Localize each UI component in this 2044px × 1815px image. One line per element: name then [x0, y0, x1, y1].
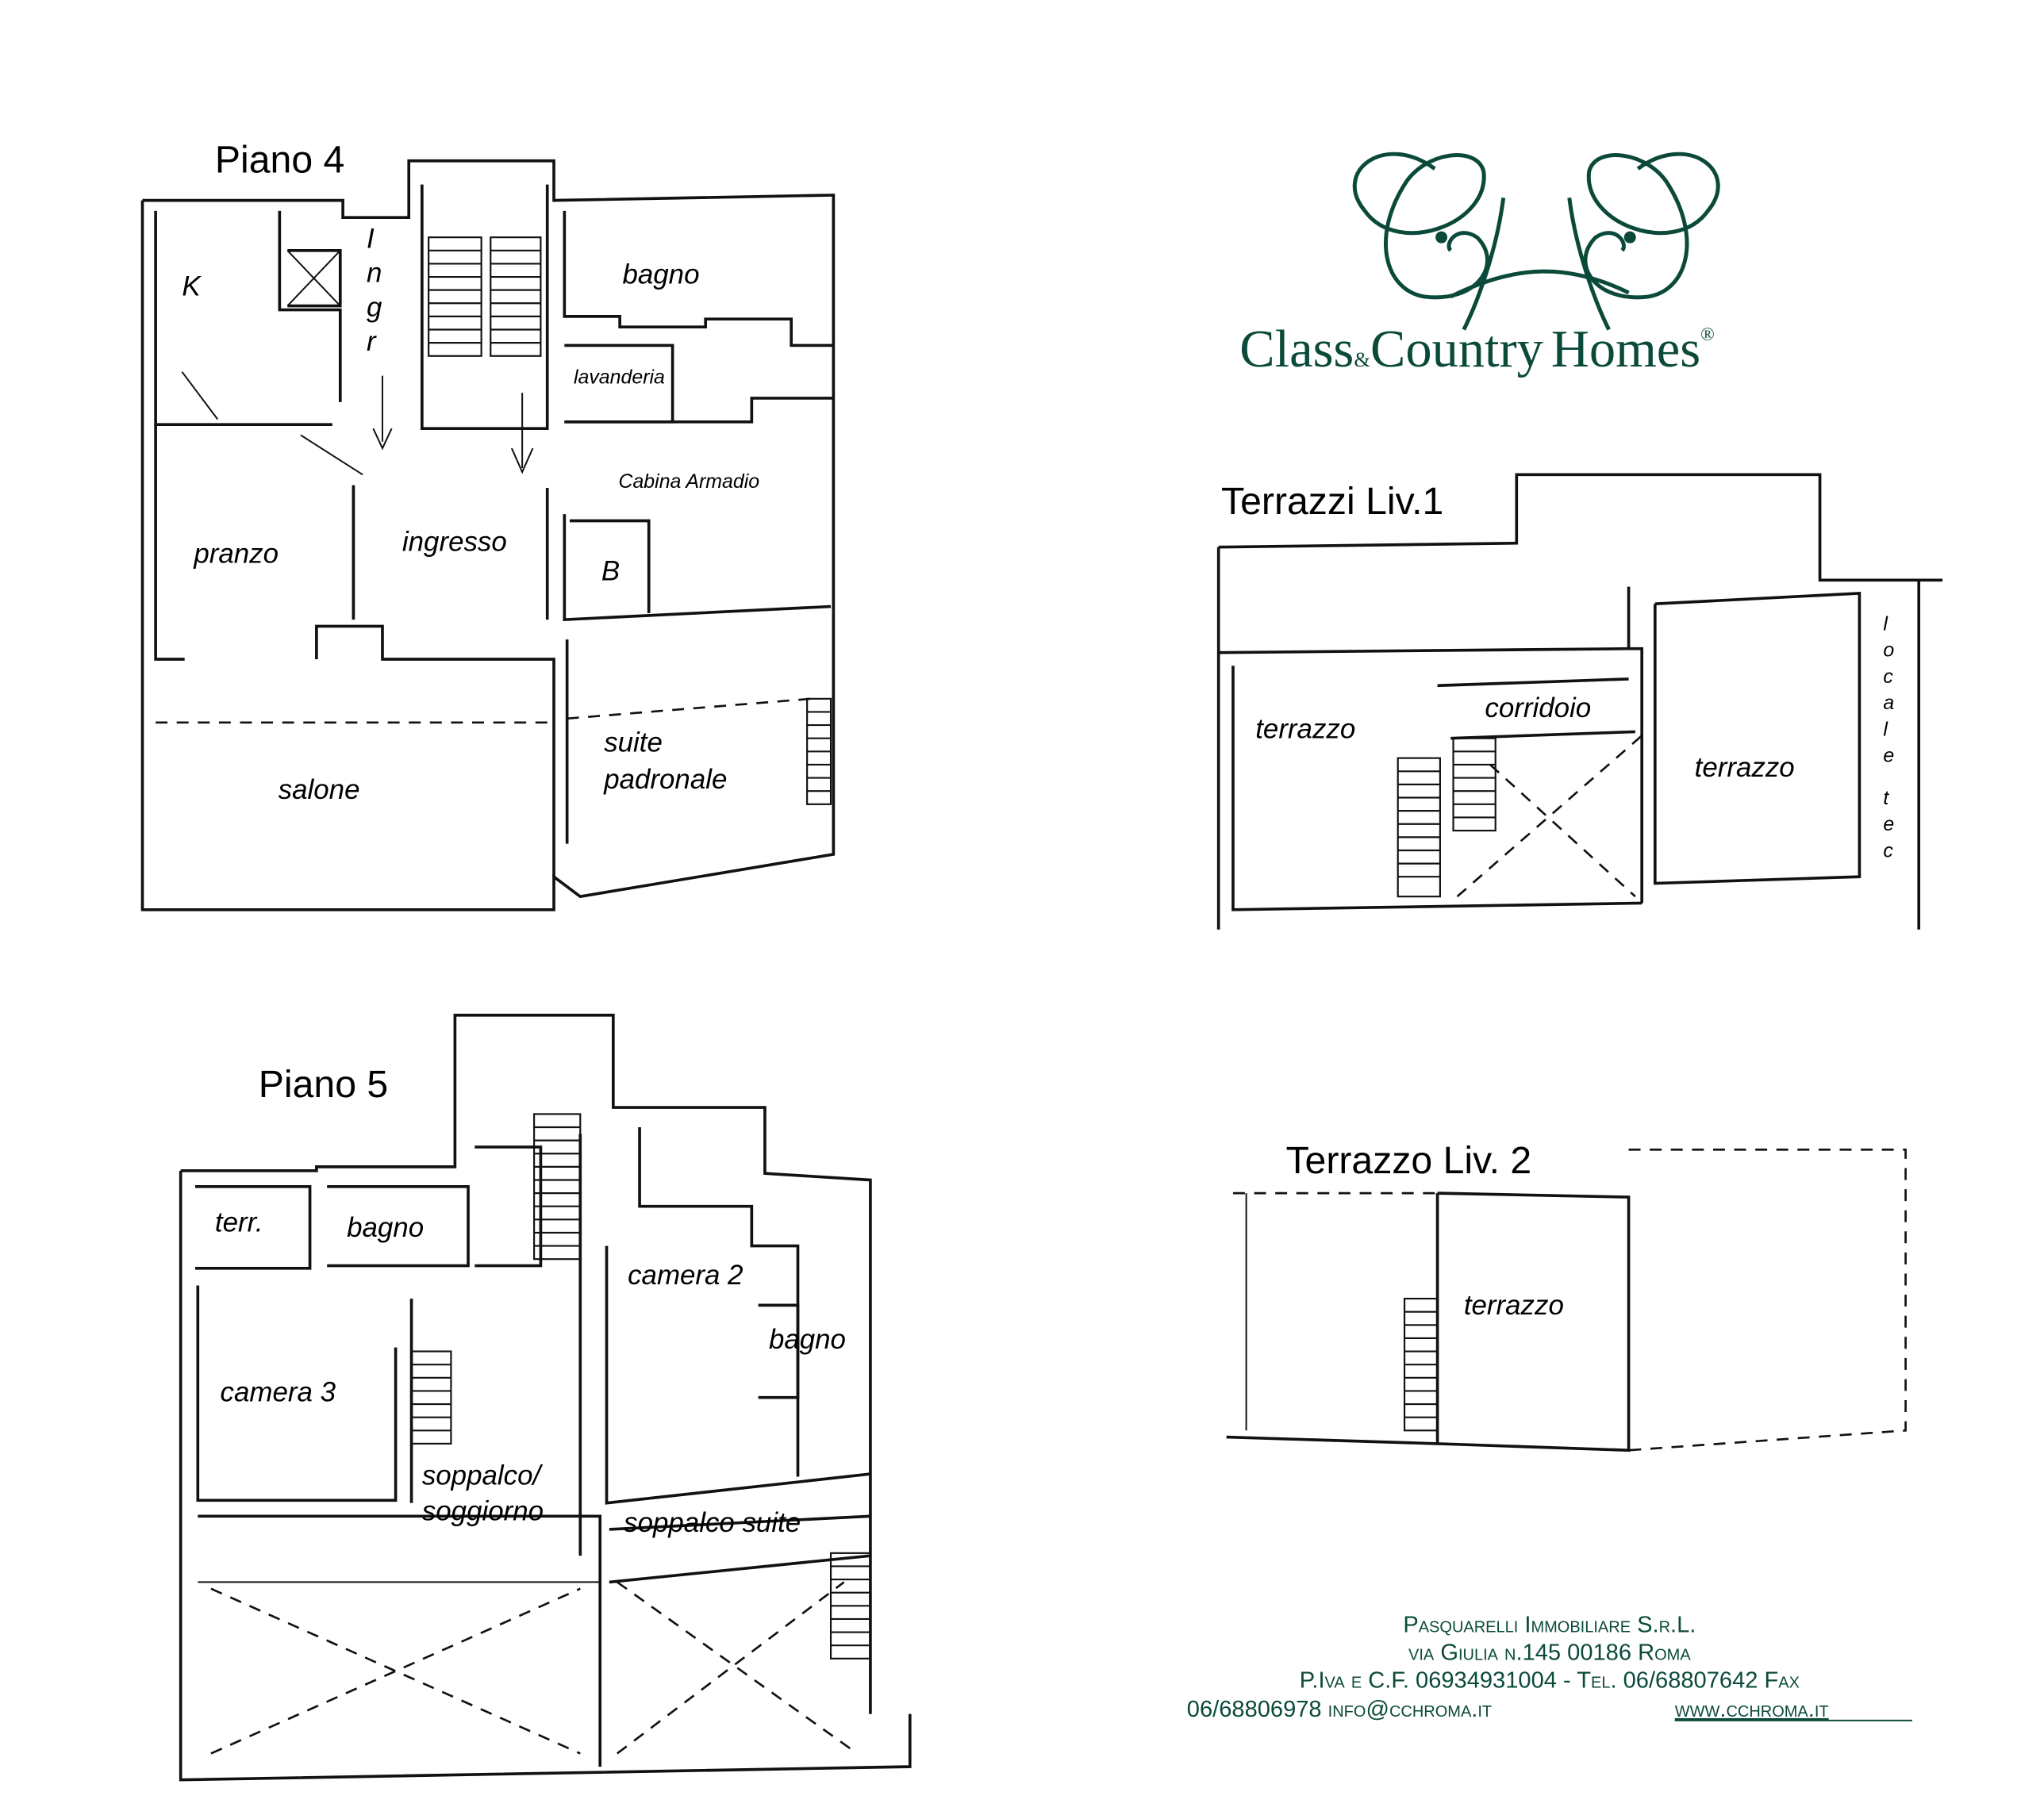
- plan-title: Piano 5: [259, 1063, 388, 1106]
- room-label-ingr-1: I: [367, 223, 375, 254]
- svg-text:a: a: [1883, 692, 1894, 714]
- walls: [1216, 473, 1943, 930]
- room-label-terrazzo-right: terrazzo: [1695, 752, 1795, 783]
- plan-title: Terrazzi Liv.1: [1221, 480, 1443, 523]
- plan-title: Piano 4: [215, 139, 344, 182]
- svg-text:l: l: [1883, 612, 1888, 635]
- room-label-b: B: [601, 555, 620, 586]
- company-fax-email[interactable]: 06/68806978 info@cchroma.it: [1187, 1697, 1492, 1722]
- room-label-padronale: padronale: [603, 764, 727, 795]
- plan-terrazzi-liv-1: Terrazzi Liv.1 terrazzo corridoio terraz…: [1216, 473, 1943, 930]
- room-label-soppalco: soppalco/: [422, 1460, 544, 1491]
- company-address: via Giulia n.145 00186 Roma: [1408, 1640, 1691, 1665]
- plan-piano-4: Piano 4: [140, 139, 836, 911]
- svg-text:c: c: [1883, 839, 1893, 861]
- room-label-bagno: bagno: [622, 259, 699, 290]
- room-label-ingr-4: r: [367, 326, 377, 357]
- room-label-ingr-2: n: [367, 258, 382, 289]
- room-label-terr: terr.: [215, 1207, 263, 1238]
- room-label-soppalco-suite: soppalco suite: [624, 1507, 801, 1538]
- room-label-cabina-armadio: Cabina Armadio: [618, 470, 759, 493]
- room-label-bagno-2: bagno: [769, 1324, 846, 1355]
- svg-text:l: l: [1883, 718, 1888, 740]
- room-label-lavanderia: lavanderia: [574, 366, 665, 389]
- svg-text:t: t: [1883, 787, 1889, 809]
- room-label-terrazzo-left: terrazzo: [1255, 714, 1355, 745]
- room-label-k: K: [182, 271, 202, 301]
- svg-text:c: c: [1883, 666, 1893, 688]
- staircase: [1397, 737, 1496, 898]
- company-footer: Pasquarelli Immobiliare S.r.L. via Giuli…: [1187, 1613, 1912, 1722]
- room-label-ingresso: ingresso: [402, 527, 507, 558]
- room-label-suite: suite: [604, 727, 663, 758]
- room-label-salone: salone: [279, 774, 360, 805]
- staircase: [428, 236, 832, 805]
- room-label-pranzo: pranzo: [193, 539, 279, 570]
- plan-piano-5: Piano 5: [179, 1013, 912, 1782]
- room-label-soggiorno: soggiorno: [422, 1495, 544, 1526]
- company-vat-phone: P.Iva e C.F. 06934931004 - Tel. 06/68807…: [1300, 1667, 1800, 1693]
- room-label-corridoio: corridoio: [1485, 693, 1591, 723]
- svg-text:o: o: [1883, 639, 1894, 662]
- room-label-camera-2: camera 2: [628, 1260, 743, 1291]
- company-name: Pasquarelli Immobiliare S.r.L.: [1403, 1613, 1696, 1638]
- walls: [179, 1013, 912, 1782]
- room-label-bagno: bagno: [347, 1212, 424, 1243]
- logo-monogram-icon: [1352, 152, 1720, 331]
- company-website-link[interactable]: www.cchroma.it: [1675, 1697, 1829, 1722]
- staircase: [410, 1113, 872, 1660]
- plan-title: Terrazzo Liv. 2: [1285, 1139, 1531, 1182]
- walls: [1226, 1148, 1907, 1452]
- svg-text:e: e: [1883, 745, 1894, 767]
- room-label-terrazzo: terrazzo: [1464, 1290, 1564, 1321]
- plan-terrazzo-liv-2: Terrazzo Liv. 2 terrazzo: [1226, 1139, 1907, 1452]
- room-label-camera-3: camera 3: [221, 1377, 336, 1408]
- room-label-ingr-3: g: [367, 292, 382, 323]
- walls: [140, 159, 836, 911]
- staircase: [1403, 1297, 1439, 1432]
- svg-text:e: e: [1883, 813, 1894, 835]
- room-label-locale-tecnico: l o c a l e t e c: [1883, 612, 1894, 861]
